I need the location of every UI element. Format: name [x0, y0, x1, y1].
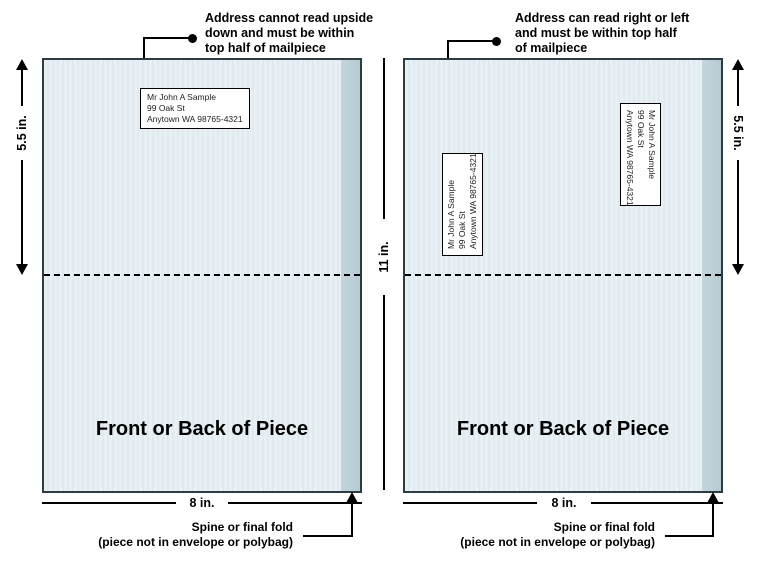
left-half-height-dimension-line — [21, 68, 23, 266]
right-spine-pointer-line — [665, 535, 714, 537]
left-panel-title: Front or Back of Piece — [95, 418, 309, 440]
up-arrowhead-icon — [707, 492, 719, 503]
address-line: Mr John A Sample — [647, 110, 657, 179]
right-mailpiece-panel: Mr John A Sample 99 Oak St Anytown WA 98… — [403, 58, 723, 493]
full-height-dimension-label: 11 in. — [375, 219, 393, 295]
up-arrowhead-icon — [16, 59, 28, 70]
left-note-pointer-dot — [188, 34, 197, 43]
address-line: Mr John A Sample — [147, 92, 216, 102]
address-line: Anytown WA 98765-4321 — [625, 110, 635, 206]
right-note-line: and must be within top half — [515, 26, 677, 40]
address-label-rotated-right: Mr John A Sample 99 Oak St Anytown WA 98… — [620, 103, 661, 206]
left-note-line: down and must be within — [205, 26, 355, 40]
left-fold-line — [44, 274, 360, 276]
left-note-line: Address cannot read upside — [205, 11, 374, 25]
address-line: 99 Oak St — [147, 103, 185, 113]
up-arrowhead-icon — [732, 59, 744, 70]
left-spine-note: Spine or final fold (piece not in envelo… — [73, 520, 293, 550]
address-line: Mr John A Sample — [446, 180, 456, 249]
right-note-pointer-dot — [492, 37, 501, 46]
address-line: 99 Oak St — [636, 110, 646, 148]
left-width-dimension-label: 8 in. — [176, 495, 228, 511]
left-spine-pointer-line — [351, 501, 353, 537]
spine-note-line: (piece not in envelope or polybag) — [98, 535, 293, 549]
left-note-pointer-line — [143, 37, 145, 69]
left-address-rule-note: Address cannot read upside down and must… — [205, 11, 373, 56]
address-line: 99 Oak St — [457, 211, 467, 249]
left-note-line: top half of mailpiece — [205, 41, 326, 55]
down-arrowhead-icon — [16, 264, 28, 275]
address-line: Anytown WA 98765-4321 — [468, 153, 478, 249]
left-note-pointer-line — [144, 37, 192, 39]
right-note-line: of mailpiece — [515, 41, 588, 55]
right-panel-title: Front or Back of Piece — [456, 418, 670, 440]
left-spine-pointer-line — [303, 535, 353, 537]
spine-note-line: (piece not in envelope or polybag) — [460, 535, 655, 549]
right-note-pointer-line — [448, 40, 496, 42]
right-half-height-dimension-label: 5.5 in. — [730, 106, 746, 160]
right-address-rule-note: Address can read right or left and must … — [515, 11, 689, 56]
left-mailpiece-panel: Mr John A Sample 99 Oak St Anytown WA 98… — [42, 58, 362, 493]
left-half-height-dimension-label: 5.5 in. — [14, 106, 30, 160]
spine-note-line: Spine or final fold — [553, 520, 655, 534]
right-note-line: Address can read right or left — [515, 11, 690, 25]
right-spine-pointer-line — [712, 501, 714, 537]
right-width-dimension-label: 8 in. — [537, 495, 591, 511]
address-label-upright: Mr John A Sample 99 Oak St Anytown WA 98… — [140, 88, 250, 129]
address-line: Anytown WA 98765-4321 — [147, 114, 243, 124]
right-half-height-dimension-line — [737, 68, 739, 266]
address-label-rotated-left: Mr John A Sample 99 Oak St Anytown WA 98… — [442, 153, 483, 256]
up-arrowhead-icon — [346, 492, 358, 503]
down-arrowhead-icon — [732, 264, 744, 275]
right-fold-line — [405, 274, 721, 276]
right-spine-note: Spine or final fold (piece not in envelo… — [435, 520, 655, 550]
spine-note-line: Spine or final fold — [191, 520, 293, 534]
